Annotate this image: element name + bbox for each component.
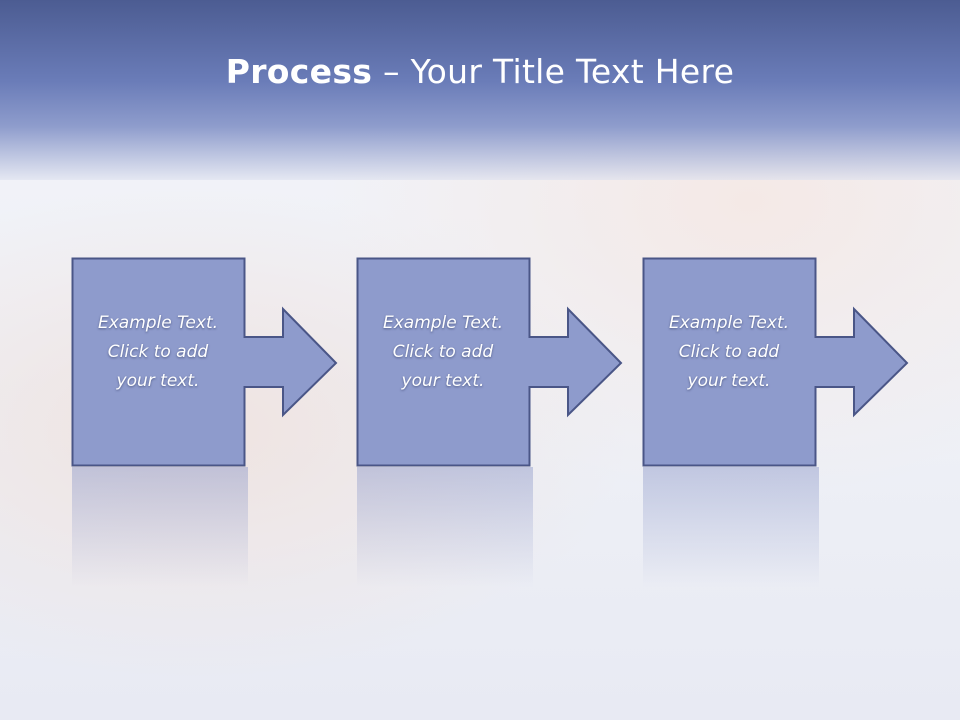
title-bold: Process	[225, 52, 373, 91]
step-3-text[interactable]: Example Text. Click to add your text.	[668, 313, 790, 391]
step-3-reflection	[643, 467, 819, 587]
process-step-2[interactable]: Example Text. Click to add your text.	[356, 257, 623, 467]
step-2-reflection	[357, 467, 533, 587]
process-step-1[interactable]: Example Text. Click to add your text.	[71, 257, 338, 467]
arrow-box-shape	[642, 257, 909, 467]
arrow-box-shape	[71, 257, 338, 467]
slide-title[interactable]: Process – Your Title Text Here	[0, 52, 960, 91]
process-step-3[interactable]: Example Text. Click to add your text.	[642, 257, 909, 467]
header-band	[0, 0, 960, 180]
step-1-reflection	[72, 467, 248, 587]
step-1-text[interactable]: Example Text. Click to add your text.	[97, 313, 219, 391]
title-rest: – Your Title Text Here	[372, 52, 735, 91]
step-2-text[interactable]: Example Text. Click to add your text.	[382, 313, 504, 391]
arrow-box-shape	[356, 257, 623, 467]
